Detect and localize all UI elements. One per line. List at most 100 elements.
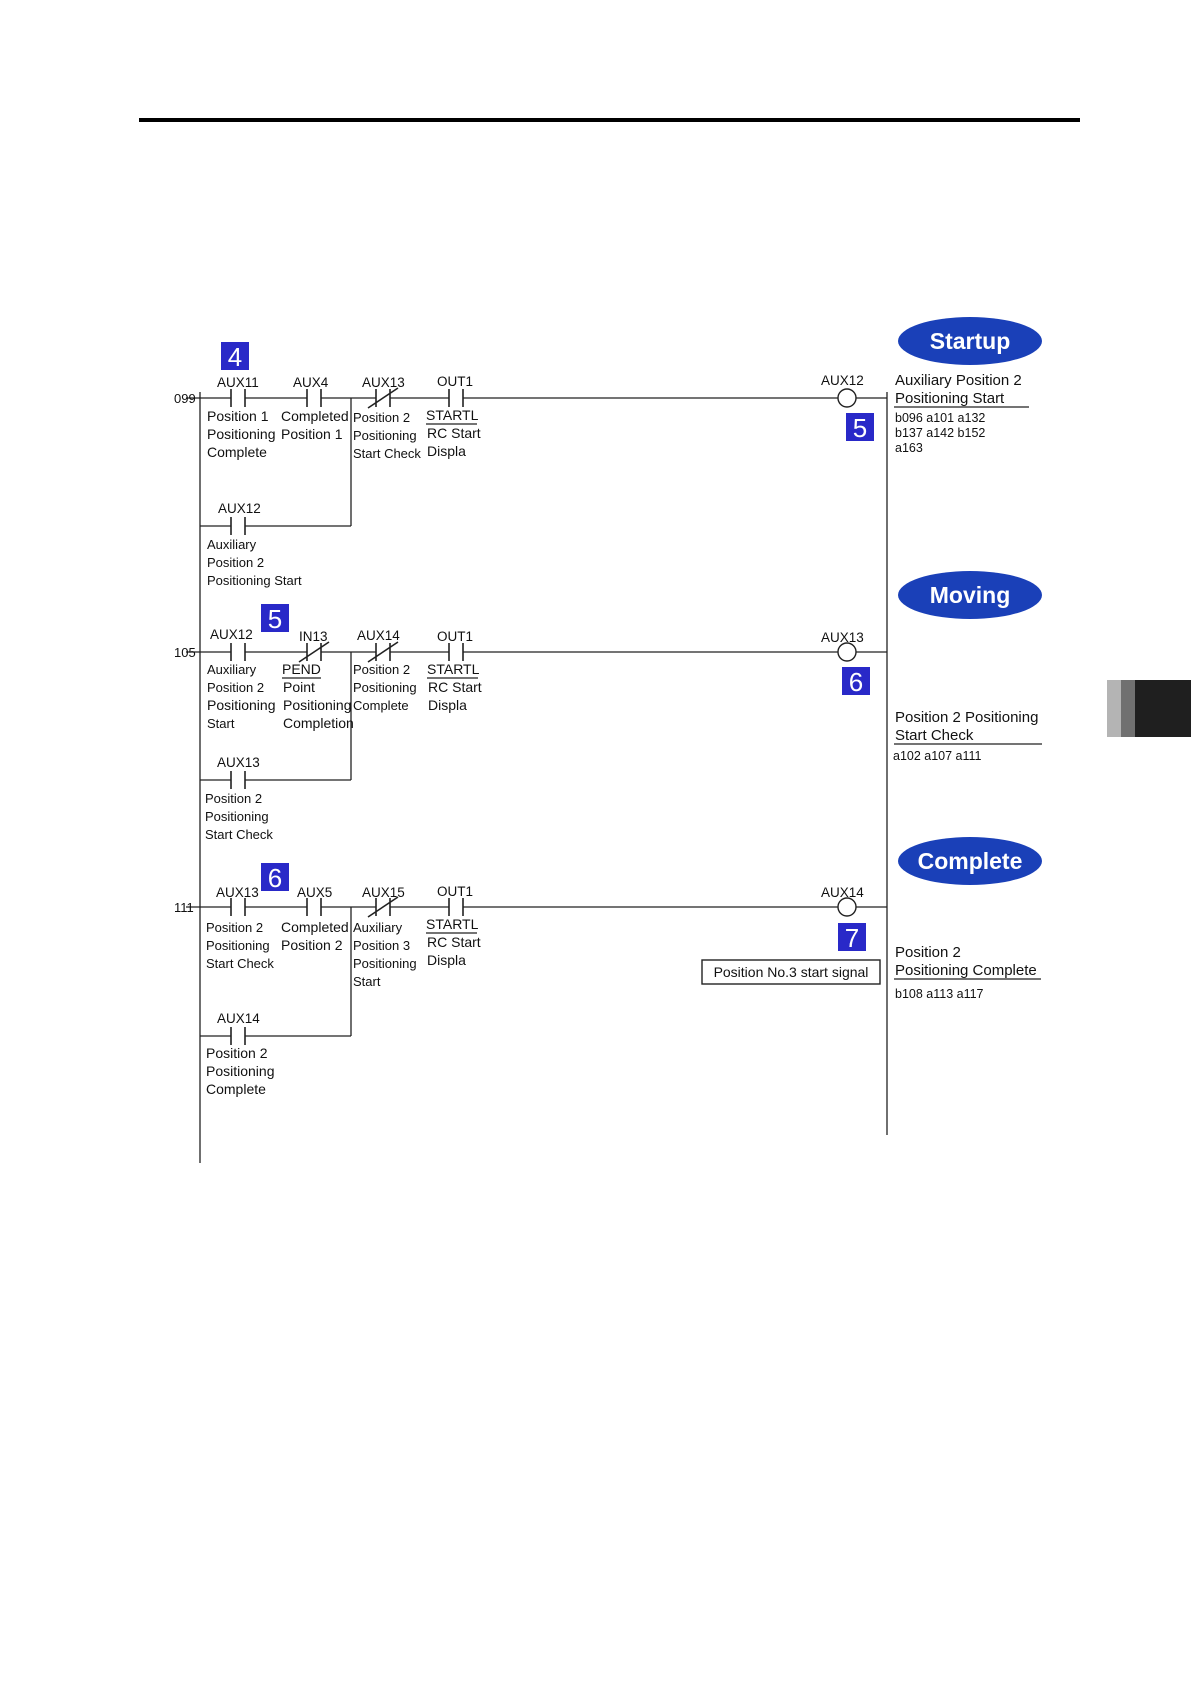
- cross-refs: b096 a101 a132: [895, 411, 985, 425]
- svg-text:Startup: Startup: [930, 328, 1011, 354]
- contact-desc: Position 2: [353, 410, 410, 425]
- rung-number: 111: [174, 900, 194, 915]
- contact-desc: Positioning Start: [207, 573, 302, 588]
- contact-desc: Displa: [427, 952, 466, 968]
- contact-desc: Start Check: [353, 446, 421, 461]
- contact-label: AUX14: [217, 1011, 260, 1026]
- contact-desc: STARTL: [427, 661, 480, 677]
- cross-refs: b137 a142 b152: [895, 426, 985, 440]
- contact-desc: Position 2: [207, 680, 264, 695]
- contact-desc: Complete: [207, 444, 267, 460]
- contact-desc: Position 1: [207, 408, 269, 424]
- contact-desc: Auxiliary: [207, 662, 257, 677]
- contact-label: AUX4: [293, 375, 329, 390]
- rung-111: 111 AUX13 AUX5 AUX15 OUT1 AUX14 Position…: [174, 837, 1042, 1097]
- contact-aux15-nc: [367, 896, 399, 918]
- rung-105: 105 AUX12 IN13 AUX14 OUT1 AUX13 Auxiliar…: [174, 571, 1042, 842]
- contact-desc: Auxiliary: [207, 537, 257, 552]
- chapter-tab: [1107, 680, 1191, 737]
- contact-label: AUX12: [210, 627, 253, 642]
- step-badge: 5: [261, 604, 289, 634]
- branch-contact-aux12-no: [230, 517, 246, 535]
- contact-label: OUT1: [437, 884, 473, 899]
- contact-desc: Start Check: [205, 827, 273, 842]
- contact-desc: Position 2: [353, 662, 410, 677]
- coil-label: AUX12: [821, 373, 864, 388]
- svg-text:Complete: Complete: [918, 848, 1023, 874]
- contact-desc: RC Start: [428, 679, 482, 695]
- contact-desc: Complete: [206, 1081, 266, 1097]
- contact-desc: Position 2: [206, 920, 263, 935]
- step-badge: 6: [261, 863, 289, 893]
- contact-aux5-no: [306, 898, 322, 916]
- contact-desc: Point: [283, 679, 315, 695]
- contact-label: OUT1: [437, 374, 473, 389]
- contact-aux13-nc: [367, 387, 399, 409]
- svg-text:5: 5: [268, 604, 282, 634]
- contact-in13-nc: [298, 641, 330, 663]
- coil-label: AUX14: [821, 885, 864, 900]
- coil-aux13: [837, 642, 857, 662]
- branch-contact-aux13-no: [230, 771, 246, 789]
- output-title: Positioning Complete: [895, 962, 1037, 979]
- contact-out1-no: [448, 898, 464, 916]
- contact-desc: Positioning: [283, 697, 352, 713]
- cross-refs: a163: [895, 441, 923, 455]
- contact-desc: Position 2: [206, 1045, 268, 1061]
- contact-desc: STARTL: [426, 916, 479, 932]
- cross-refs: b108 a113 a117: [895, 987, 984, 1001]
- output-title: Position 2 Positioning: [895, 709, 1038, 726]
- output-title: Start Check: [895, 727, 974, 744]
- output-title: Position 2: [895, 944, 961, 961]
- contact-desc: Positioning: [206, 938, 270, 953]
- contact-desc: Positioning: [353, 680, 417, 695]
- contact-desc: Position 2: [205, 791, 262, 806]
- svg-text:5: 5: [853, 413, 867, 443]
- contact-desc: Positioning: [207, 697, 276, 713]
- contact-label: OUT1: [437, 629, 473, 644]
- contact-desc: Displa: [428, 697, 467, 713]
- svg-text:4: 4: [228, 342, 242, 372]
- contact-desc: Positioning: [353, 956, 417, 971]
- contact-aux13-no: [230, 898, 246, 916]
- coil-label: AUX13: [821, 630, 864, 645]
- contact-desc: Positioning: [205, 809, 269, 824]
- output-title: Auxiliary Position 2: [895, 372, 1022, 389]
- contact-label: AUX13: [362, 375, 405, 390]
- coil-aux14: [837, 897, 857, 917]
- contact-desc: Start: [353, 974, 381, 989]
- contact-desc: Positioning: [206, 1063, 275, 1079]
- rung-number: 105: [174, 645, 196, 660]
- contact-label: AUX13: [217, 755, 260, 770]
- contact-label: AUX12: [218, 501, 261, 516]
- contact-desc: Completed: [281, 919, 349, 935]
- signal-note: Position No.3 start signal: [701, 959, 881, 985]
- step-badge: 5: [846, 413, 874, 443]
- svg-text:6: 6: [268, 863, 282, 893]
- step-badge: 6: [842, 667, 870, 697]
- contact-desc: Start Check: [206, 956, 274, 971]
- contact-desc: PEND: [282, 661, 321, 677]
- rung-099: 099 AUX11 AUX4 AUX13 OUT1 AUX12 Position…: [174, 317, 1042, 588]
- cross-refs: a102 a107 a111: [893, 749, 982, 763]
- contact-desc: Start: [207, 716, 235, 731]
- contact-desc: Positioning: [353, 428, 417, 443]
- contact-desc: RC Start: [427, 934, 481, 950]
- contact-label: AUX5: [297, 885, 332, 900]
- contact-desc: Positioning: [207, 426, 276, 442]
- contact-label: AUX13: [216, 885, 259, 900]
- contact-desc: Complete: [353, 698, 409, 713]
- svg-text:Position No.3 start signal: Position No.3 start signal: [714, 964, 869, 980]
- step-badge: 4: [221, 342, 249, 372]
- phase-pill-complete: Complete: [898, 837, 1042, 885]
- contact-label: AUX15: [362, 885, 405, 900]
- contact-aux12-no: [230, 643, 246, 661]
- contact-label: IN13: [299, 629, 328, 644]
- contact-aux4-no: [306, 389, 322, 407]
- contact-aux14-nc: [367, 641, 399, 663]
- contact-desc: Completed: [281, 408, 349, 424]
- contact-desc: STARTL: [426, 407, 479, 423]
- svg-text:6: 6: [849, 667, 863, 697]
- contact-out1-no: [448, 389, 464, 407]
- branch-contact-aux14-no: [230, 1027, 246, 1045]
